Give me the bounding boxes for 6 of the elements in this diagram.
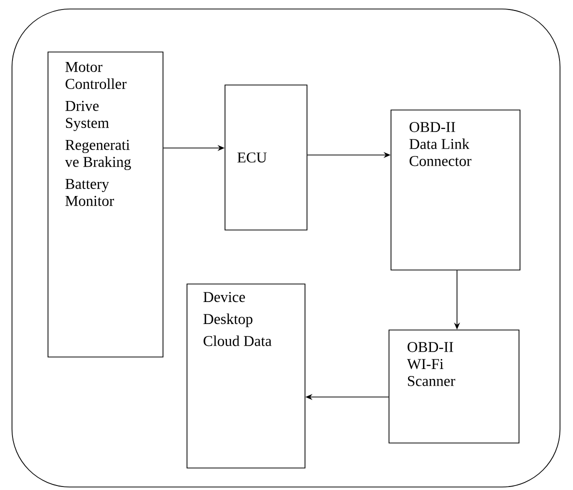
block-box: Device Desktop Cloud Data <box>186 284 306 468</box>
frame-box <box>12 8 560 488</box>
block-box: ECU <box>224 84 308 230</box>
block-box: Motor Controller Drive System Regenerati ve Braking Battery Monitor <box>48 52 164 358</box>
block-box: OBD-II Data Link Connector <box>390 110 520 270</box>
block-box: OBD-II WI-Fi Scanner <box>388 330 520 444</box>
